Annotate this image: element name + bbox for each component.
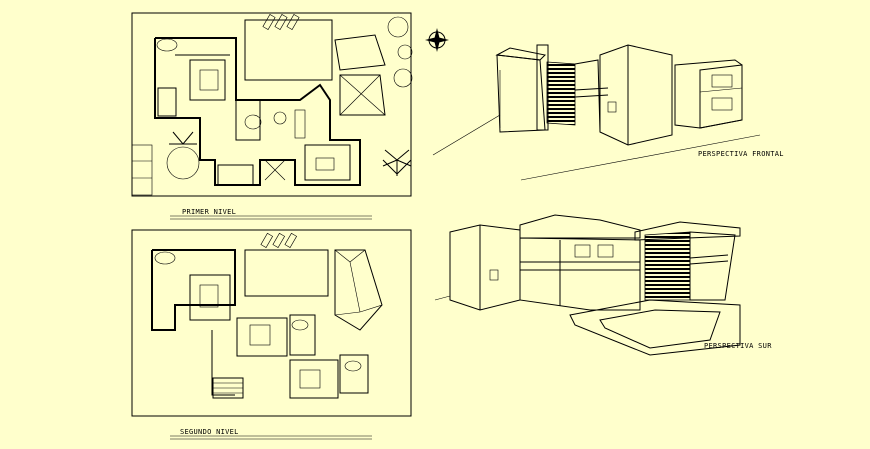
tree-icon (387, 16, 409, 38)
tree-icon (397, 44, 413, 60)
hip-roof (334, 249, 383, 331)
garage-roof (334, 34, 386, 116)
label-first-floor: PRIMER NIVEL (182, 208, 237, 216)
south-perspective (434, 214, 741, 356)
front-perspective (432, 44, 761, 181)
second-floor-plan (131, 229, 412, 440)
first-floor-plan (131, 12, 449, 220)
pool (244, 19, 333, 81)
label-front-perspective: PERSPECTIVA FRONTAL (698, 150, 784, 158)
label-south-perspective: PERSPECTIVA SUR (704, 342, 772, 350)
furniture-first (156, 38, 335, 181)
sun-loungers-icon (262, 14, 300, 30)
sun-loungers-icon (260, 232, 298, 248)
house-walls-second (151, 249, 369, 399)
room-table-first (131, 144, 153, 196)
palm-tree-icon (166, 131, 200, 180)
tree-icon (393, 68, 413, 88)
label-second-floor: SEGUNDO NIVEL (180, 428, 239, 436)
house-walls-first (154, 37, 361, 186)
compass-icon (425, 28, 449, 52)
furniture-second (154, 251, 362, 389)
palm-tree-icon (382, 149, 412, 176)
pool (244, 249, 329, 297)
